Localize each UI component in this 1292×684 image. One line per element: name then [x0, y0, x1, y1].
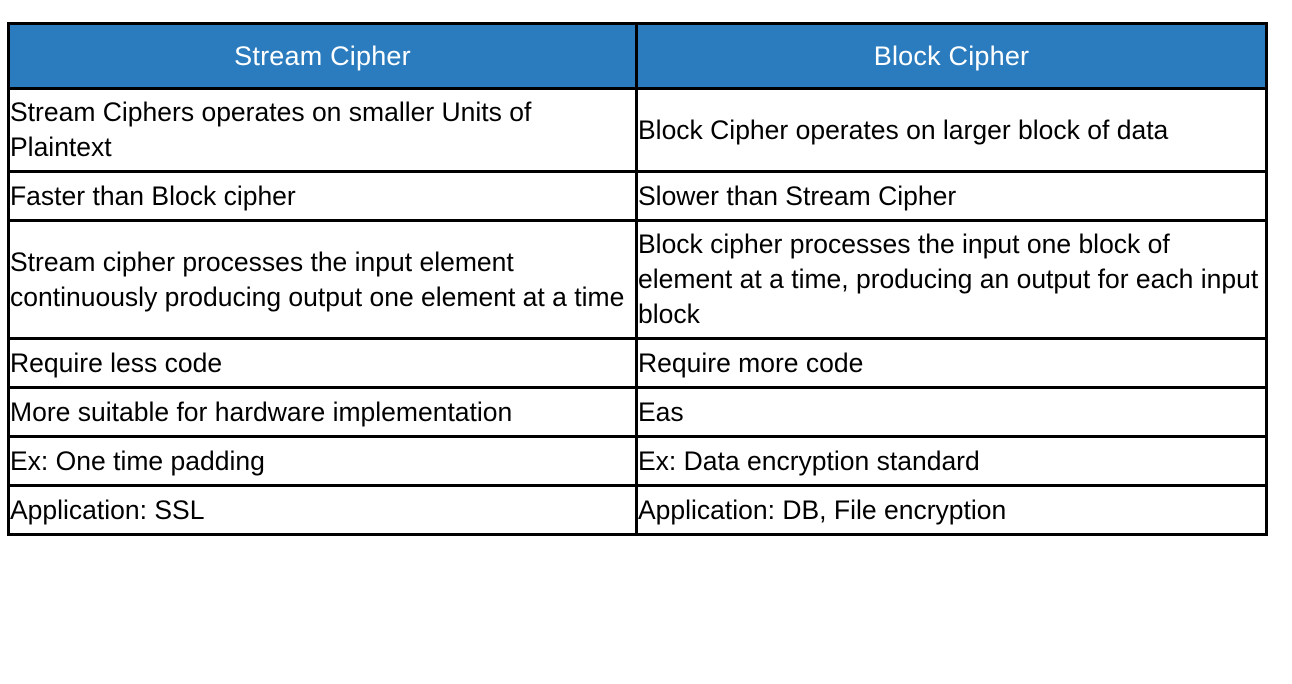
stream-vs-block-cipher-table: Stream Cipher Block Cipher Stream Cipher… [7, 22, 1268, 536]
cell-stream-1: Stream Ciphers operates on smaller Units… [7, 87, 638, 173]
cell-block-2: Slower than Stream Cipher [635, 170, 1268, 222]
table-header-row: Stream Cipher Block Cipher [7, 22, 1268, 90]
column-header-block-cipher: Block Cipher [635, 22, 1268, 90]
cell-stream-7: Application: SSL [7, 484, 638, 536]
cell-block-3: Block cipher processes the input one blo… [635, 219, 1268, 340]
table-row: More suitable for hardware implementatio… [7, 386, 1268, 438]
cell-stream-2: Faster than Block cipher [7, 170, 638, 222]
table-row: Application: SSL Application: DB, File e… [7, 484, 1268, 536]
cell-block-7: Application: DB, File encryption [635, 484, 1268, 536]
cell-stream-6: Ex: One time padding [7, 435, 638, 487]
cell-stream-3: Stream cipher processes the input elemen… [7, 219, 638, 340]
table-header: Stream Cipher Block Cipher [7, 22, 1268, 90]
cell-block-4: Require more code [635, 337, 1268, 389]
cell-block-5: Eas [635, 386, 1268, 438]
column-header-stream-cipher: Stream Cipher [7, 22, 638, 90]
cell-stream-4: Require less code [7, 337, 638, 389]
table-row: Stream Ciphers operates on smaller Units… [7, 87, 1268, 173]
table-body: Stream Ciphers operates on smaller Units… [7, 87, 1268, 536]
comparison-table-container: Stream Cipher Block Cipher Stream Cipher… [7, 22, 1268, 536]
cell-block-6: Ex: Data encryption standard [635, 435, 1268, 487]
cell-stream-5: More suitable for hardware implementatio… [7, 386, 638, 438]
table-row: Faster than Block cipher Slower than Str… [7, 170, 1268, 222]
cell-block-1: Block Cipher operates on larger block of… [635, 87, 1268, 173]
table-row: Ex: One time padding Ex: Data encryption… [7, 435, 1268, 487]
table-row: Require less code Require more code [7, 337, 1268, 389]
table-row: Stream cipher processes the input elemen… [7, 219, 1268, 340]
